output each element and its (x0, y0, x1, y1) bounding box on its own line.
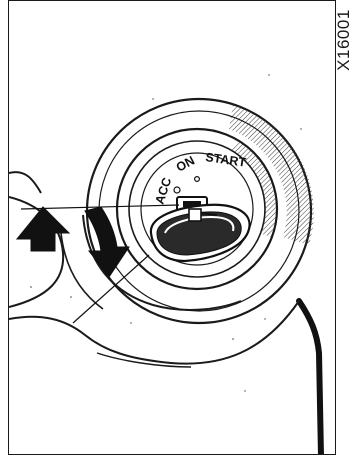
figure-code-label: X16001 (334, 9, 354, 71)
dashboard-panel-edge (9, 172, 41, 193)
dashboard-panel-outline (299, 301, 321, 455)
steering-hub-edge (9, 197, 63, 307)
illustration-frame: ACC ON START (8, 0, 336, 455)
ignition-lock-illustration: ACC ON START (9, 1, 336, 455)
